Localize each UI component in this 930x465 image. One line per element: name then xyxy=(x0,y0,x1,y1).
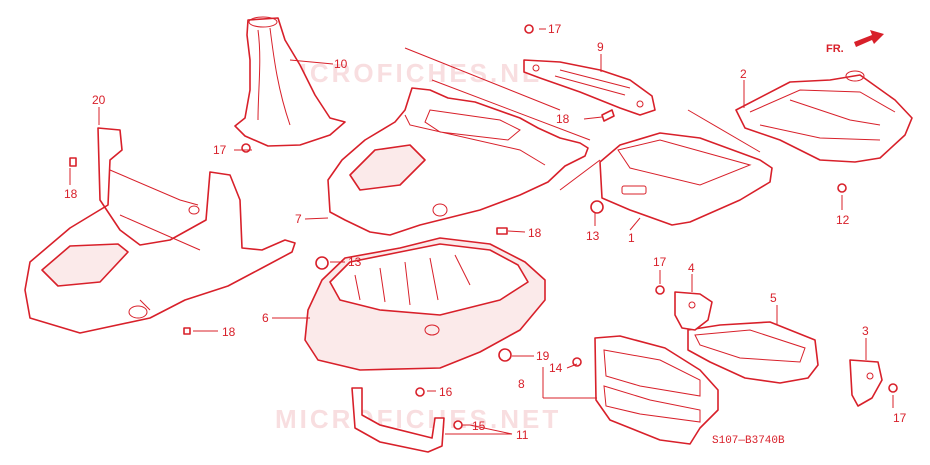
part-3-bracket[interactable] xyxy=(849,359,883,407)
part-6-console-box[interactable] xyxy=(304,237,546,371)
fasteners xyxy=(69,24,898,430)
callout-numbers: 20 10 7 6 9 2 1 5 4 3 17 17 17 17 18 18 … xyxy=(64,22,907,442)
callout-4[interactable]: 4 xyxy=(688,261,695,275)
callout-10[interactable]: 10 xyxy=(334,57,348,71)
callout-8[interactable]: 8 xyxy=(518,377,525,391)
callout-7[interactable]: 7 xyxy=(295,212,302,226)
callout-13-b[interactable]: 13 xyxy=(348,255,362,269)
callout-20[interactable]: 20 xyxy=(92,93,106,107)
arrow-icon xyxy=(854,30,884,47)
callout-5[interactable]: 5 xyxy=(770,291,777,305)
callout-17-b[interactable]: 17 xyxy=(548,22,562,36)
drawing-code: S107—B3740B xyxy=(712,435,785,447)
part-11-lower-bracket[interactable] xyxy=(351,387,445,453)
callout-18-b[interactable]: 18 xyxy=(556,112,570,126)
callout-12[interactable]: 12 xyxy=(836,213,850,227)
part-5-pocket-box[interactable] xyxy=(687,321,819,384)
callout-18-d[interactable]: 18 xyxy=(222,325,236,339)
front-direction-arrow: FR. xyxy=(826,30,884,55)
callout-1[interactable]: 1 xyxy=(628,231,635,245)
part-20-rear-console-base[interactable] xyxy=(24,127,296,334)
callout-13-a[interactable]: 13 xyxy=(586,229,600,243)
part-9-bracket[interactable] xyxy=(523,59,656,116)
callout-17-c[interactable]: 17 xyxy=(653,255,667,269)
direction-label: FR. xyxy=(826,43,844,55)
callout-17-d[interactable]: 17 xyxy=(893,411,907,425)
callout-19[interactable]: 19 xyxy=(536,349,550,363)
callout-6[interactable]: 6 xyxy=(262,311,269,325)
callout-15[interactable]: 15 xyxy=(472,419,486,433)
callout-3[interactable]: 3 xyxy=(862,324,869,338)
part-2-bracket-assembly[interactable] xyxy=(735,70,913,163)
watermark-bottom: MICROFICHES.NET xyxy=(275,404,561,434)
callout-18-c[interactable]: 18 xyxy=(528,226,542,240)
part-1-pocket[interactable] xyxy=(599,132,773,226)
part-10-shift-boot[interactable] xyxy=(234,16,346,147)
callout-11[interactable]: 11 xyxy=(516,428,529,442)
callout-9[interactable]: 9 xyxy=(597,40,604,54)
callout-16[interactable]: 16 xyxy=(439,385,453,399)
part-8-front-bezel[interactable] xyxy=(594,335,719,445)
leader-lines xyxy=(69,28,894,435)
callout-14[interactable]: 14 xyxy=(549,361,563,375)
callout-2[interactable]: 2 xyxy=(740,67,747,81)
callout-18-a[interactable]: 18 xyxy=(64,187,78,201)
callout-17-a[interactable]: 17 xyxy=(213,143,227,157)
part-4-bracket[interactable] xyxy=(674,291,713,331)
part-7-console-panel[interactable] xyxy=(327,87,589,236)
